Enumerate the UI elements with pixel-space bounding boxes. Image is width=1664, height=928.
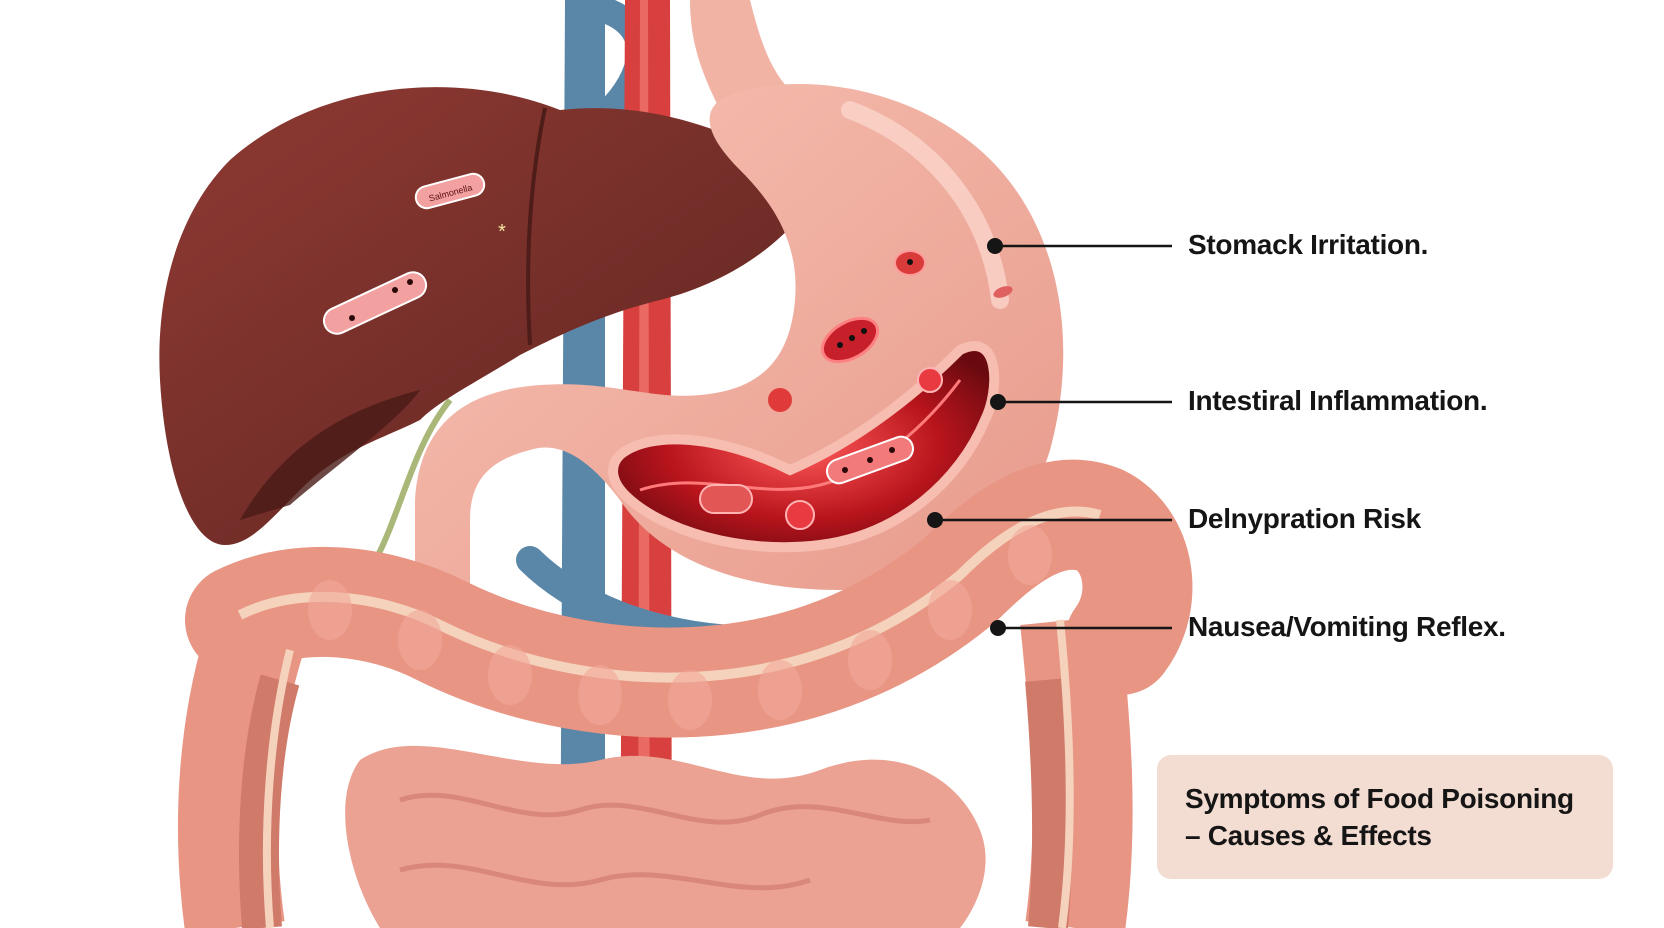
stomach: [415, 0, 1064, 621]
liver-lobe-line: [526, 107, 547, 346]
caption-line-1: Symptoms of Food Poisoning: [1185, 783, 1574, 814]
caption-box: Symptoms of Food Poisoning – Causes & Ef…: [1157, 755, 1613, 879]
bacterium-intestine: [825, 435, 915, 485]
label-stomach-irritation: Stomack Irritation.: [1188, 229, 1429, 260]
bacterium-liver-1: Salmonella: [414, 172, 486, 210]
descending-colon-inner: [1025, 678, 1072, 928]
stomach-highlight: [841, 101, 1009, 309]
caption-line-2: – Causes & Effects: [1185, 820, 1432, 851]
caption-title: Symptoms of Food Poisoning – Causes & Ef…: [1185, 780, 1574, 854]
intestinal-fold: [639, 379, 962, 492]
liver: Salmonella *: [159, 87, 820, 546]
ascending-colon: [177, 625, 303, 928]
leader-dot-stomach: [987, 238, 1003, 254]
colon-taenia: [237, 506, 1102, 683]
leader-dot-intestine: [990, 394, 1006, 410]
label-nausea-vomiting: Nausea/Vomiting Reflex.: [1188, 611, 1506, 642]
small-intestine-folds: [399, 792, 931, 825]
leader-dot-dehydration: [927, 512, 943, 528]
small-intestine: [345, 745, 986, 928]
label-intestinal-inflammation: Intestiral Inflammation.: [1188, 385, 1488, 416]
haustra: [308, 525, 1052, 730]
leader-dot-nausea: [990, 620, 1006, 636]
liver-underside: [240, 390, 420, 520]
small-intestine-folds-2: [399, 862, 811, 891]
bile-duct: [367, 398, 453, 572]
esophagus: [690, 0, 790, 110]
ascending-taenia: [262, 649, 294, 928]
svg-text:*: *: [498, 221, 506, 243]
ascending-colon-inner: [239, 674, 300, 928]
bacterium-stomach-2: [894, 250, 926, 276]
intestines: [177, 459, 1193, 928]
callout-lines: [927, 238, 1172, 636]
bacterium-stomach-1: [821, 316, 879, 364]
descending-colon: [1020, 615, 1133, 928]
descending-taenia: [1056, 619, 1074, 928]
label-dehydration-risk: Delnypration Risk: [1188, 503, 1421, 534]
bacterium-liver-2: [322, 271, 428, 335]
